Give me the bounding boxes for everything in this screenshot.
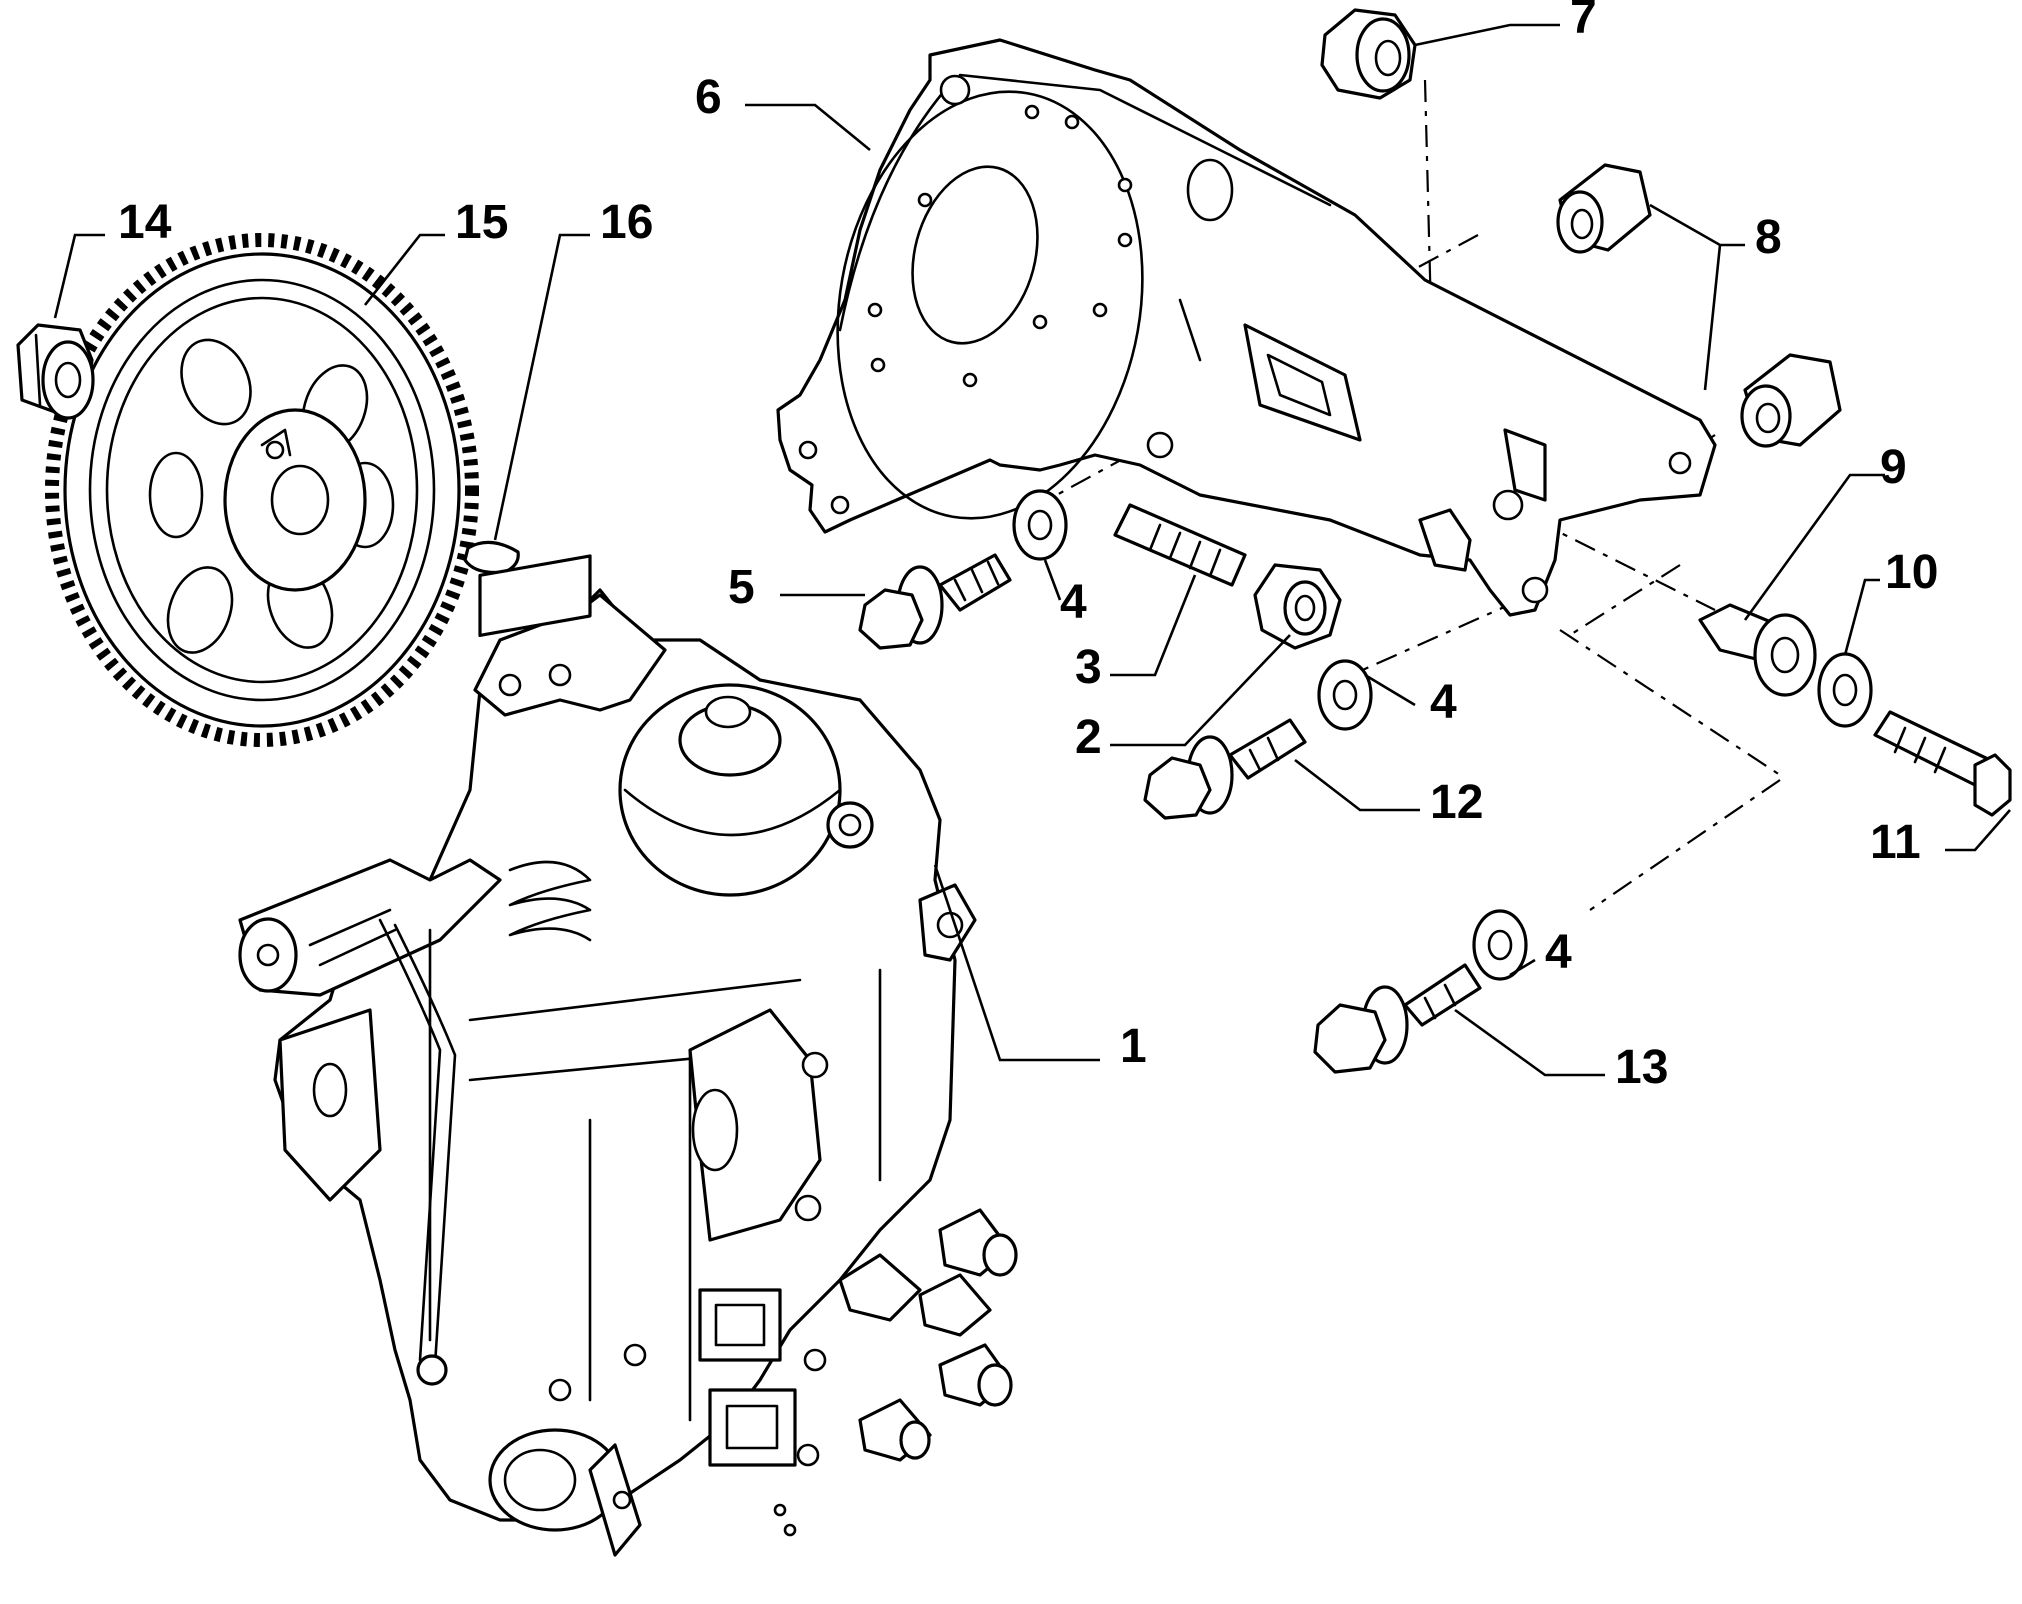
callout-11: 11 [1870,816,1921,869]
callout-7: 7 [1570,0,1597,44]
callout-16: 16 [600,196,653,249]
callout-6: 6 [695,71,722,124]
spacer-lower [1740,353,1842,448]
gear-nut [16,323,95,420]
callout-13: 13 [1615,1041,1668,1094]
callout-4-middle: 4 [1430,676,1457,729]
bolt-13 [1313,963,1482,1074]
mounting-bracket [776,38,1717,617]
callout-9: 9 [1880,441,1907,494]
washer-4-middle [1317,659,1373,731]
spacer-upper [1556,163,1652,254]
callout-12: 12 [1430,776,1483,829]
callout-2: 2 [1075,711,1102,764]
washer-4-bottom [1472,909,1528,981]
bolt-5 [858,553,1012,650]
washer-4-top [1012,489,1068,561]
stud-3 [1113,503,1247,587]
callout-4-top: 4 [1060,576,1087,629]
leader-lines [53,23,2011,1077]
injection-pump [238,554,1018,1557]
woodruff-key [463,540,520,575]
callout-4-bottom: 4 [1545,926,1572,979]
pump-gear [45,233,479,747]
bolt-12 [1143,718,1307,820]
bracket-nut [1320,8,1417,100]
callout-15: 15 [455,196,508,249]
callout-8: 8 [1755,211,1782,264]
callout-labels: 1 2 3 4 4 4 5 6 7 8 9 10 11 12 13 14 15 … [118,0,1938,1094]
callout-10: 10 [1885,546,1938,599]
nut-2 [1253,563,1342,650]
bolt-11 [1873,710,2012,817]
callout-14: 14 [118,196,172,249]
callout-1: 1 [1120,1020,1147,1073]
sleeve-9 [1698,603,1817,697]
callout-5: 5 [728,561,755,614]
callout-3: 3 [1075,641,1102,694]
washer-10 [1817,652,1873,728]
